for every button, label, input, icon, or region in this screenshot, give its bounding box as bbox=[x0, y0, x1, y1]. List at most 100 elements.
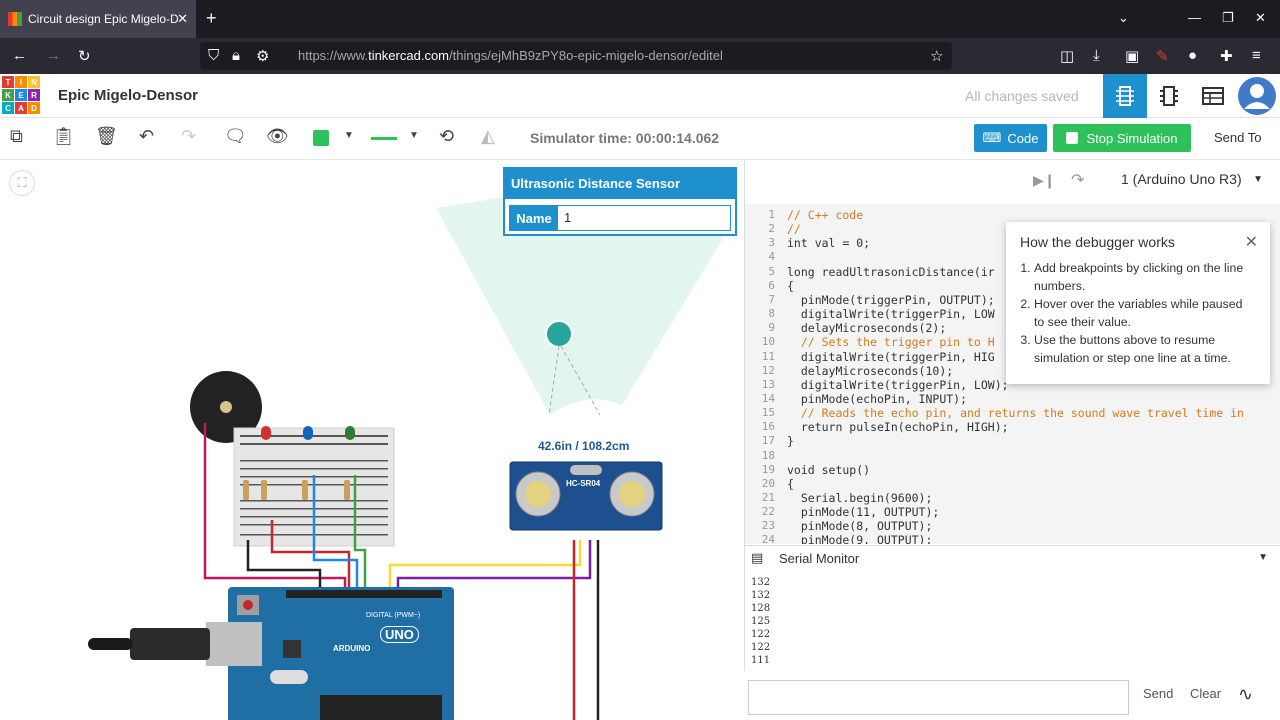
line-number[interactable]: 17 bbox=[761, 434, 775, 448]
line-number[interactable]: 24 bbox=[761, 533, 775, 544]
line-number[interactable]: 12 bbox=[761, 363, 775, 377]
reload-icon[interactable]: ↻ bbox=[78, 48, 91, 65]
paste-icon[interactable]: 📋︎ bbox=[52, 126, 75, 146]
close-icon[interactable]: ✕ bbox=[1244, 234, 1258, 251]
send-to-button[interactable]: Send To bbox=[1214, 130, 1262, 145]
line-number[interactable]: 23 bbox=[761, 519, 775, 533]
wire-style-swatch[interactable] bbox=[371, 137, 397, 140]
extension-red-icon[interactable]: ✎ bbox=[1156, 48, 1169, 65]
extension-badge-icon[interactable]: ▣ bbox=[1125, 48, 1140, 65]
line-number[interactable]: 18 bbox=[761, 448, 775, 462]
rotate-icon[interactable]: ⟲ bbox=[439, 126, 455, 146]
line-number[interactable]: 5 bbox=[768, 264, 775, 278]
stop-simulation-button[interactable]: Stop Simulation bbox=[1053, 124, 1191, 152]
line-number[interactable]: 20 bbox=[761, 476, 775, 490]
line-number[interactable]: 14 bbox=[761, 391, 775, 405]
url-text[interactable]: https://www.tinkercad.com/things/ejMhB9z… bbox=[298, 48, 723, 63]
usb-cable[interactable] bbox=[130, 628, 210, 660]
line-number[interactable]: 8 bbox=[768, 307, 775, 321]
wire-purple[interactable] bbox=[396, 540, 592, 590]
serial-send-button[interactable]: Send bbox=[1143, 686, 1174, 701]
wire-red[interactable] bbox=[270, 520, 351, 590]
extensions-puzzle-icon[interactable]: ✚ bbox=[1220, 48, 1233, 65]
wire-dropdown-chevron-icon[interactable]: ▼ bbox=[409, 130, 419, 141]
serial-clear-button[interactable]: Clear bbox=[1190, 686, 1222, 701]
wire-blue[interactable] bbox=[312, 475, 359, 590]
browser-tab[interactable]: Circuit design Epic Migelo-De ✕ bbox=[0, 0, 196, 38]
delete-trash-icon[interactable]: 🗑︎ bbox=[95, 126, 118, 146]
fill-color-swatch[interactable] bbox=[313, 130, 329, 146]
app-menu-icon[interactable]: ≡ bbox=[1252, 47, 1261, 64]
code-button[interactable]: ⌨ Code bbox=[974, 124, 1047, 152]
led-red[interactable] bbox=[261, 426, 271, 440]
line-number[interactable]: 6 bbox=[768, 278, 775, 292]
flip-icon[interactable]: ◭ bbox=[481, 126, 495, 146]
downloads-icon[interactable]: ⤓ bbox=[1093, 47, 1100, 64]
arduino-uno-board[interactable] bbox=[228, 587, 454, 720]
close-tab-icon[interactable]: ✕ bbox=[177, 11, 188, 26]
line-number[interactable]: 21 bbox=[761, 491, 775, 504]
line-number[interactable]: 11 bbox=[761, 349, 775, 363]
extension-profile-icon[interactable]: ● bbox=[1188, 47, 1198, 64]
tab-list-chevron-icon[interactable]: ⌄ bbox=[1118, 10, 1129, 25]
close-window-icon[interactable]: ✕ bbox=[1255, 10, 1266, 25]
user-avatar[interactable] bbox=[1238, 77, 1276, 115]
serial-plotter-icon[interactable]: ∿ bbox=[1238, 684, 1254, 704]
line-number[interactable]: 10 bbox=[761, 335, 775, 349]
serial-input[interactable] bbox=[748, 680, 1129, 715]
copy-icon[interactable]: ⧉ bbox=[10, 126, 23, 146]
led-green[interactable] bbox=[345, 426, 355, 440]
address-bar[interactable]: ⛉ 🔒︎ ⚙ https://www.tinkercad.com/things/… bbox=[200, 42, 952, 70]
serial-monitor-header[interactable]: ▤ Serial Monitor ▼ bbox=[744, 545, 1280, 571]
redo-icon[interactable]: ↷ bbox=[181, 126, 197, 146]
line-number[interactable]: 1 bbox=[768, 208, 775, 221]
line-number[interactable]: 16 bbox=[761, 420, 775, 434]
line-number[interactable]: 15 bbox=[761, 406, 775, 420]
line-number[interactable]: 19 bbox=[761, 462, 775, 476]
board-select-dropdown[interactable]: 1 (Arduino Uno R3) ▼ bbox=[1111, 169, 1271, 193]
back-arrow-icon[interactable]: ← bbox=[12, 47, 27, 64]
circuit-view-button[interactable] bbox=[1103, 74, 1147, 118]
resume-debug-icon[interactable]: ▶❙ bbox=[1033, 172, 1056, 188]
wire-yellow[interactable] bbox=[388, 540, 582, 590]
minimize-icon[interactable]: — bbox=[1188, 10, 1201, 25]
code-line: { bbox=[787, 476, 794, 491]
line-number[interactable]: 9 bbox=[768, 321, 775, 335]
resistors[interactable] bbox=[243, 480, 350, 500]
permissions-icon[interactable]: ⚙ bbox=[256, 48, 270, 65]
detected-object[interactable] bbox=[545, 320, 573, 348]
lock-icon[interactable]: 🔒︎ bbox=[232, 47, 240, 64]
line-number[interactable]: 3 bbox=[768, 236, 775, 250]
logo-cell: T bbox=[2, 76, 14, 88]
view-notes-icon[interactable]: 👁︎ bbox=[266, 126, 289, 146]
component-list-button[interactable] bbox=[1191, 74, 1235, 118]
digital-header bbox=[286, 590, 442, 598]
tinkercad-logo[interactable]: T I N K E R C A D bbox=[2, 76, 40, 116]
forward-arrow-icon[interactable]: → bbox=[46, 47, 61, 64]
restore-icon[interactable]: ❐ bbox=[1222, 10, 1234, 25]
collapse-chevron-icon[interactable]: ▼ bbox=[1258, 552, 1268, 563]
bookmark-star-icon[interactable]: ☆ bbox=[930, 48, 944, 65]
name-field-input[interactable]: 1 bbox=[564, 210, 572, 225]
fill-dropdown-chevron-icon[interactable]: ▼ bbox=[344, 130, 354, 141]
wire-magenta[interactable] bbox=[203, 423, 347, 590]
design-title[interactable]: Epic Migelo-Densor bbox=[58, 87, 199, 104]
step-over-icon[interactable]: ↷ bbox=[1071, 172, 1085, 189]
undo-icon[interactable]: ↶ bbox=[139, 126, 155, 146]
line-number[interactable]: 2 bbox=[768, 222, 775, 236]
fit-view-icon[interactable]: ⛶ bbox=[9, 170, 35, 196]
pocket-icon[interactable]: ◫ bbox=[1060, 48, 1075, 65]
line-number[interactable]: 22 bbox=[761, 505, 775, 519]
wire-green[interactable] bbox=[353, 475, 367, 590]
new-tab-icon[interactable]: + bbox=[206, 8, 217, 28]
line-number[interactable]: 4 bbox=[768, 250, 775, 264]
wire-black[interactable] bbox=[246, 540, 322, 590]
led-blue[interactable] bbox=[303, 426, 313, 440]
circuit-canvas[interactable]: ⛶ bbox=[0, 160, 744, 720]
line-number[interactable]: 13 bbox=[761, 377, 775, 391]
schematic-view-button[interactable] bbox=[1147, 74, 1191, 118]
line-number[interactable]: 7 bbox=[768, 292, 775, 306]
note-icon[interactable]: 🗨︎ bbox=[224, 126, 247, 146]
shield-icon[interactable]: ⛉ bbox=[208, 47, 220, 64]
